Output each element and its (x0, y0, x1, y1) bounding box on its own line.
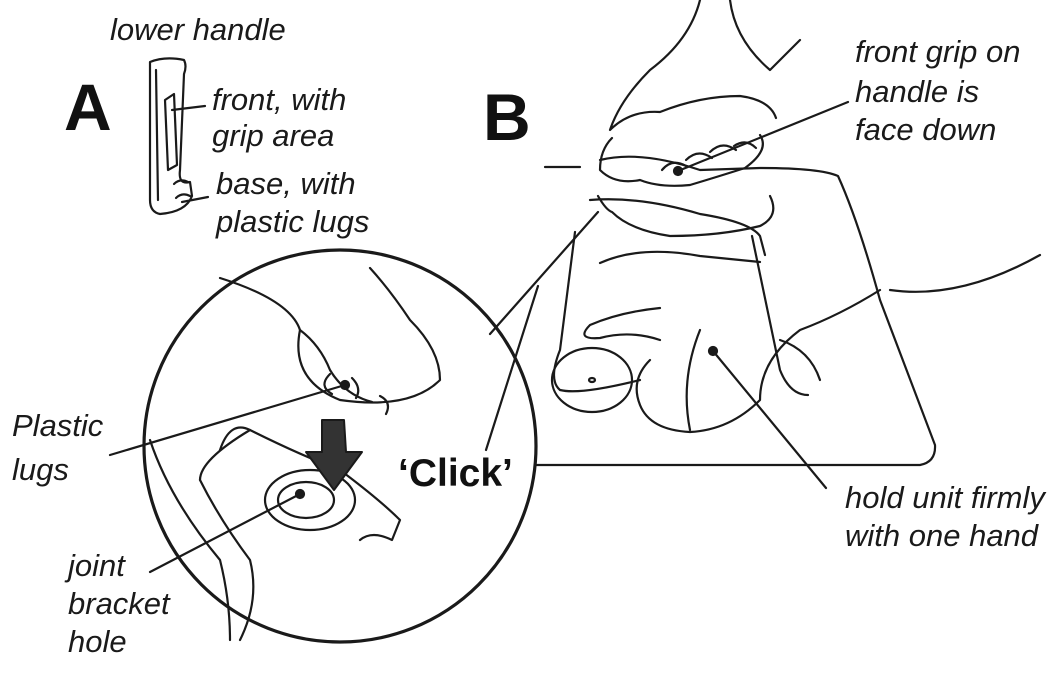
lower-handle-part (150, 58, 192, 214)
label-front-line2: grip area (212, 118, 334, 154)
click-label: ‘Click’ (398, 454, 513, 494)
label-hole-line2: bracket (68, 586, 170, 622)
hand-bottom (584, 255, 1040, 432)
label-grip-line1: front grip on (855, 34, 1020, 70)
leader-base (182, 197, 208, 202)
panel-a-letter: A (64, 74, 112, 140)
leader-grip-dot (674, 167, 682, 175)
label-hold-line1: hold unit firmly (845, 480, 1045, 516)
leader-hole (150, 494, 300, 572)
label-lugs-line2: lugs (12, 452, 69, 488)
label-base-line1: base, with (216, 166, 356, 202)
leader-hold-dot (709, 347, 717, 355)
label-lugs-line1: Plastic (12, 408, 103, 444)
leader-lugs-dot (341, 381, 349, 389)
label-grip-line2: handle is (855, 74, 979, 110)
panel-b-letter: B (483, 84, 531, 150)
leader-front (172, 106, 205, 110)
leader-hold (713, 351, 826, 488)
label-front-line1: front, with (212, 82, 346, 118)
title-lower-handle: lower handle (110, 12, 286, 48)
label-base-line2: plastic lugs (216, 204, 369, 240)
label-grip-line3: face down (855, 112, 996, 148)
label-hole-line1: joint (68, 548, 125, 584)
label-hole-line3: hole (68, 624, 127, 660)
label-hold-line2: with one hand (845, 518, 1038, 554)
leader-hole-dot (296, 490, 304, 498)
leader-grip (678, 102, 848, 171)
zoom-line-upper (490, 212, 598, 334)
